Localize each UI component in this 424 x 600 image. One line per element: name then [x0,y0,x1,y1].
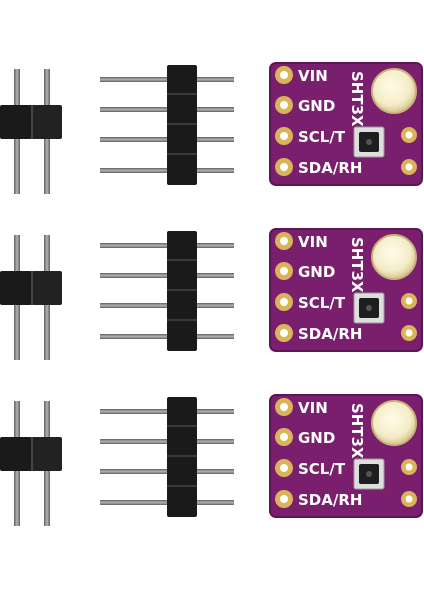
pin-label: GND [298,97,335,115]
header-4pin [100,65,234,185]
header-plastic [32,271,62,305]
product-set: VIN GND SCL/T SDA/RH SHT3X [0,394,423,526]
pin-hole [280,403,288,411]
header-plastic-gap [167,123,197,125]
side-pad-hole [405,297,413,305]
product-set: VIN GND SCL/T SDA/RH SHT3X [0,228,423,360]
header-plastic-gap [167,289,197,291]
sensor-board: VIN GND SCL/T SDA/RH SHT3X [269,394,423,518]
pin-label: SDA/RH [298,325,362,343]
pin-hole [280,132,288,140]
header-4pin [100,397,234,517]
sensor-chip-port [366,471,372,477]
pin-label: GND [298,429,335,447]
sensor-chip-port [366,305,372,311]
header-plastic-gap [167,425,197,427]
model-text: SHT3X [348,71,366,127]
side-pad-hole [405,495,413,503]
pin-hole [280,237,288,245]
pin-hole [280,298,288,306]
pin-label: SDA/RH [298,159,362,177]
pin-label: SDA/RH [298,491,362,509]
pin-label: VIN [298,67,328,85]
header-plastic-gap [31,271,33,305]
header-plastic-gap [167,455,197,457]
mounting-hole [371,234,417,280]
header-2pin [0,69,62,194]
header-plastic-gap [167,319,197,321]
pin-label: VIN [298,399,328,417]
header-plastic-gap [31,105,33,139]
header-plastic [32,437,62,471]
header-plastic-gap [167,485,197,487]
side-pad-hole [405,131,413,139]
pin-label: VIN [298,233,328,251]
header-plastic [32,105,62,139]
header-plastic [0,105,32,139]
header-plastic [0,271,32,305]
pin-label: SCL/T [298,460,346,478]
model-text: SHT3X [348,237,366,293]
header-plastic [0,437,32,471]
header-4pin [100,231,234,351]
product-set: VIN GND SCL/T SDA/RH SHT3X [0,62,423,194]
header-plastic-gap [167,93,197,95]
pin-hole [280,329,288,337]
pin-hole [280,101,288,109]
pin-hole [280,267,288,275]
mounting-hole [371,400,417,446]
model-text: SHT3X [348,403,366,459]
pin-hole [280,495,288,503]
header-2pin [0,401,62,526]
side-pad-hole [405,329,413,337]
side-pad-hole [405,163,413,171]
pin-hole [280,433,288,441]
sensor-board: VIN GND SCL/T SDA/RH SHT3X [269,228,423,352]
sensor-chip-port [366,139,372,145]
header-plastic-gap [167,153,197,155]
sensor-board: VIN GND SCL/T SDA/RH SHT3X [269,62,423,186]
header-plastic-gap [31,437,33,471]
pin-label: SCL/T [298,294,346,312]
pin-label: GND [298,263,335,281]
pin-hole [280,163,288,171]
header-2pin [0,235,62,360]
pin-hole [280,464,288,472]
header-plastic-gap [167,259,197,261]
side-pad-hole [405,463,413,471]
pin-hole [280,71,288,79]
pin-label: SCL/T [298,128,346,146]
mounting-hole [371,68,417,114]
